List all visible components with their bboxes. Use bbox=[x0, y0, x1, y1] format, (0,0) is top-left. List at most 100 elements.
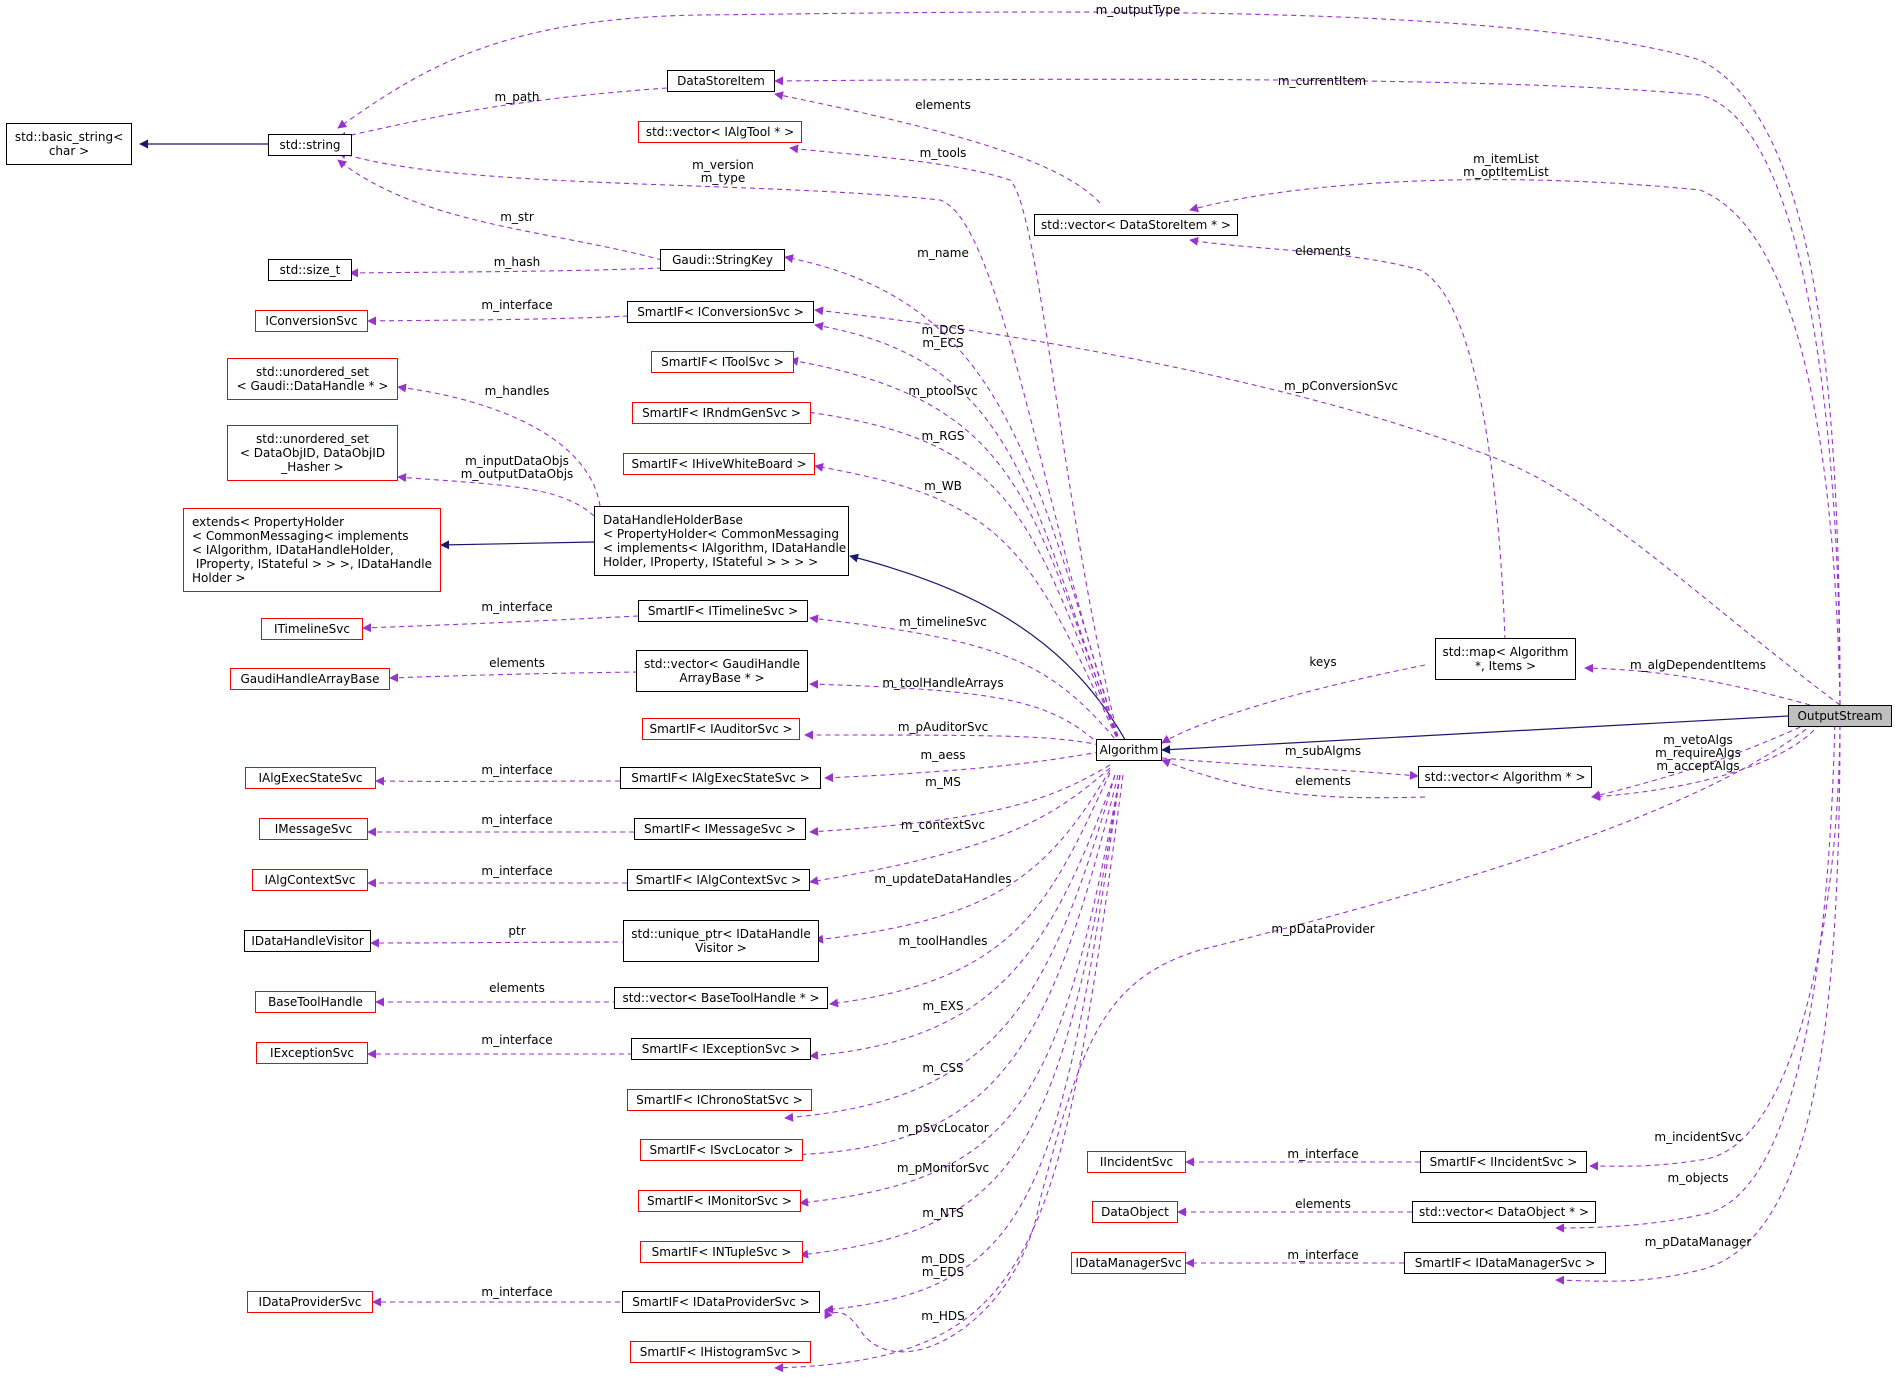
node-smart-if-ihive-white-board[interactable]: SmartIF< IHiveWhiteBoard > bbox=[623, 453, 815, 475]
edge-label-m-exs: m_EXS bbox=[922, 999, 964, 1013]
node-string[interactable]: std::string bbox=[268, 134, 352, 156]
node-ialg-context-svc[interactable]: IAlgContextSvc bbox=[252, 869, 368, 891]
edge-label-m-veto-algs: m_vetoAlgs m_requireAlgs m_acceptAlgs bbox=[1655, 733, 1741, 773]
node-smart-if-ialg-exec-state-svc[interactable]: SmartIF< IAlgExecStateSvc > bbox=[620, 767, 821, 789]
edge-label-m-output-type: m_outputType bbox=[1095, 3, 1181, 17]
node-unordered-set-objid[interactable]: std::unordered_set < DataObjID, DataObjI… bbox=[227, 425, 398, 481]
edge-label-keys: keys bbox=[1309, 655, 1337, 669]
edge-label-elements-bth: elements bbox=[489, 981, 545, 995]
edge-label-m-dds-eds: m_DDS m_EDS bbox=[921, 1252, 965, 1279]
edge-label-m-wb: m_WB bbox=[924, 479, 962, 493]
node-smart-if-iconversion-svc[interactable]: SmartIF< IConversionSvc > bbox=[627, 301, 814, 323]
edge-label-m-interface-timeline: m_interface bbox=[481, 600, 553, 614]
node-map-algorithm-items[interactable]: std::map< Algorithm *, Items > bbox=[1435, 638, 1576, 680]
node-smart-if-iauditor-svc[interactable]: SmartIF< IAuditorSvc > bbox=[642, 718, 800, 740]
edge-label-m-incident-svc: m_incidentSvc bbox=[1654, 1130, 1742, 1144]
node-basic-string[interactable]: std::basic_string< char > bbox=[6, 123, 132, 165]
node-extends[interactable]: extends< PropertyHolder < CommonMessagin… bbox=[183, 508, 441, 592]
edge-label-m-rgs: m_RGS bbox=[921, 429, 965, 443]
node-vector-gaudi-handle-array-base[interactable]: std::vector< GaudiHandle ArrayBase * > bbox=[636, 650, 808, 692]
edge-label-elements-dsi: elements bbox=[915, 98, 971, 112]
node-vector-ialg-tool[interactable]: std::vector< IAlgTool * > bbox=[638, 121, 802, 143]
node-idata-manager-svc[interactable]: IDataManagerSvc bbox=[1071, 1252, 1186, 1274]
node-vector-algorithm[interactable]: std::vector< Algorithm * > bbox=[1418, 766, 1592, 788]
edge-label-m-interface-dm: m_interface bbox=[1287, 1248, 1359, 1262]
node-size-t[interactable]: std::size_t bbox=[268, 259, 352, 281]
edge-label-m-p-auditor-svc: m_pAuditorSvc bbox=[897, 720, 989, 734]
edge-label-m-ptool-svc: m_ptoolSvc bbox=[908, 384, 978, 398]
edge-label-m-hds: m_HDS bbox=[921, 1309, 965, 1323]
node-data-store-item[interactable]: DataStoreItem bbox=[667, 70, 775, 92]
node-smart-if-idata-manager-svc[interactable]: SmartIF< IDataManagerSvc > bbox=[1404, 1252, 1606, 1274]
node-data-object[interactable]: DataObject bbox=[1092, 1201, 1178, 1223]
node-smart-if-irndm-gen-svc[interactable]: SmartIF< IRndmGenSvc > bbox=[632, 402, 811, 424]
edge-label-m-ms: m_MS bbox=[925, 775, 961, 789]
edge-label-m-objects: m_objects bbox=[1667, 1171, 1729, 1185]
edge-label-elements-alg: elements bbox=[1295, 774, 1351, 788]
edge-label-m-update-data-handles: m_updateDataHandles bbox=[874, 872, 1012, 886]
edge-label-m-version-type: m_version m_type bbox=[692, 158, 754, 185]
node-unordered-set-handle[interactable]: std::unordered_set < Gaudi::DataHandle *… bbox=[227, 358, 398, 400]
edge-algorithm-to-dhhb bbox=[849, 553, 1129, 746]
edge-label-elements-gha: elements bbox=[489, 656, 545, 670]
edge-label-m-hash: m_hash bbox=[493, 255, 541, 269]
edge-label-m-interface-exc: m_interface bbox=[481, 1033, 553, 1047]
edge-label-m-name: m_name bbox=[917, 246, 969, 260]
node-ialg-exec-state-svc[interactable]: IAlgExecStateSvc bbox=[245, 767, 376, 789]
node-base-tool-handle[interactable]: BaseToolHandle bbox=[255, 991, 376, 1013]
node-smart-if-itimeline-svc[interactable]: SmartIF< ITimelineSvc > bbox=[638, 600, 808, 622]
node-vector-base-tool-handle[interactable]: std::vector< BaseToolHandle * > bbox=[614, 987, 828, 1009]
node-smart-if-ihistogram-svc[interactable]: SmartIF< IHistogramSvc > bbox=[630, 1341, 811, 1363]
node-algorithm[interactable]: Algorithm bbox=[1096, 739, 1162, 761]
edge-label-m-timeline-svc: m_timelineSvc bbox=[899, 615, 987, 629]
edge-label-elements-vdsi: elements bbox=[1295, 244, 1351, 258]
edge-label-m-p-monitor-svc: m_pMonitorSvc bbox=[896, 1161, 990, 1175]
node-smart-if-itool-svc[interactable]: SmartIF< IToolSvc > bbox=[651, 351, 794, 373]
node-smart-if-idata-provider-svc[interactable]: SmartIF< IDataProviderSvc > bbox=[622, 1291, 820, 1313]
edge-label-m-p-data-provider: m_pDataProvider bbox=[1271, 922, 1375, 936]
node-data-handle-holder-base[interactable]: DataHandleHolderBase < PropertyHolder< C… bbox=[594, 506, 849, 576]
node-smart-if-ichrono-stat-svc[interactable]: SmartIF< IChronoStatSvc > bbox=[627, 1089, 812, 1111]
node-gaudi-handle-array-base[interactable]: GaudiHandleArrayBase bbox=[230, 668, 390, 690]
edge-label-m-interface-aes: m_interface bbox=[481, 763, 553, 777]
node-smart-if-ialg-context-svc[interactable]: SmartIF< IAlgContextSvc > bbox=[627, 869, 810, 891]
edge-label-m-path: m_path bbox=[494, 90, 540, 104]
node-itimeline-svc[interactable]: ITimelineSvc bbox=[261, 618, 363, 640]
node-smart-if-intuple-svc[interactable]: SmartIF< INTupleSvc > bbox=[640, 1241, 803, 1263]
node-idata-provider-svc[interactable]: IDataProviderSvc bbox=[247, 1291, 373, 1313]
node-unique-ptr-idata-handle-visitor[interactable]: std::unique_ptr< IDataHandle Visitor > bbox=[623, 920, 819, 962]
node-iconversion-svc[interactable]: IConversionSvc bbox=[255, 310, 368, 332]
edge-label-m-p-conversion-svc: m_pConversionSvc bbox=[1284, 379, 1398, 393]
node-imessage-svc[interactable]: IMessageSvc bbox=[259, 818, 368, 840]
edge-label-m-interface-conv: m_interface bbox=[481, 298, 553, 312]
node-output-stream[interactable]: OutputStream bbox=[1788, 705, 1892, 727]
node-idata-handle-visitor[interactable]: IDataHandleVisitor bbox=[244, 930, 371, 952]
edge-label-m-css: m_CSS bbox=[922, 1061, 964, 1075]
edge-label-ptr: ptr bbox=[508, 924, 526, 938]
node-string-key[interactable]: Gaudi::StringKey bbox=[660, 249, 785, 271]
node-smart-if-isvc-locator[interactable]: SmartIF< ISvcLocator > bbox=[640, 1139, 803, 1161]
node-iincident-svc[interactable]: IIncidentSvc bbox=[1087, 1151, 1186, 1173]
edge-label-m-current-item: m_currentItem bbox=[1277, 74, 1367, 88]
edge-label-m-interface-ctx: m_interface bbox=[481, 864, 553, 878]
node-smart-if-imessage-svc[interactable]: SmartIF< IMessageSvc > bbox=[634, 818, 806, 840]
edge-label-m-tool-handle-arrays: m_toolHandleArrays bbox=[882, 676, 1004, 690]
node-smart-if-iincident-svc[interactable]: SmartIF< IIncidentSvc > bbox=[1420, 1151, 1587, 1173]
node-smart-if-imonitor-svc[interactable]: SmartIF< IMonitorSvc > bbox=[638, 1190, 801, 1212]
edge-label-m-p-svc-locator: m_pSvcLocator bbox=[897, 1121, 989, 1135]
edge-label-m-interface-msg: m_interface bbox=[481, 813, 553, 827]
edge-label-m-dcs-ecs: m_DCS m_ECS bbox=[921, 323, 965, 350]
edge-label-m-interface-dp: m_interface bbox=[481, 1285, 553, 1299]
edge-label-m-handles: m_handles bbox=[484, 384, 550, 398]
node-vector-data-store-item[interactable]: std::vector< DataStoreItem * > bbox=[1034, 214, 1238, 236]
edge-label-m-str: m_str bbox=[500, 210, 534, 224]
edge-label-m-context-svc: m_contextSvc bbox=[900, 818, 986, 832]
node-smart-if-iexception-svc[interactable]: SmartIF< IExceptionSvc > bbox=[631, 1038, 811, 1060]
edge-label-m-aess: m_aess bbox=[920, 748, 966, 762]
node-vector-data-object[interactable]: std::vector< DataObject * > bbox=[1412, 1201, 1596, 1223]
node-iexception-svc[interactable]: IExceptionSvc bbox=[256, 1042, 368, 1064]
edge-label-m-interface-inc: m_interface bbox=[1287, 1147, 1359, 1161]
edge-outputstream-to-algorithm bbox=[1161, 715, 1789, 755]
